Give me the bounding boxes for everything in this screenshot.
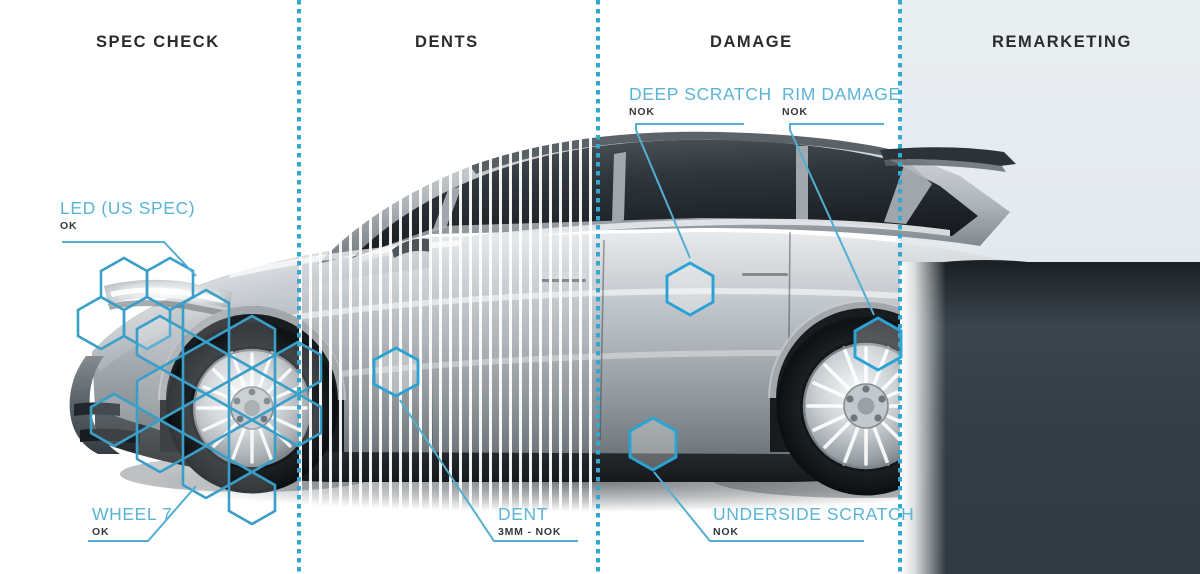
remarketing-floor-lightwash bbox=[900, 262, 946, 574]
remarketing-floor bbox=[900, 262, 1200, 574]
divider-dents-damage bbox=[596, 0, 600, 574]
annotation-title: LED (US SPEC) bbox=[60, 198, 196, 218]
section-title-spec-check: SPEC CHECK bbox=[96, 33, 220, 51]
section-title-damage: DAMAGE bbox=[710, 33, 793, 51]
annotation-title: DENT bbox=[498, 504, 549, 524]
divider-spec-dents bbox=[297, 0, 301, 574]
annotation-status: NOK bbox=[782, 106, 808, 119]
annotation-deep-scratch[interactable]: DEEP SCRATCH NOK bbox=[629, 84, 772, 118]
annotation-status: OK bbox=[92, 526, 110, 539]
annotation-wheel-7[interactable]: WHEEL 7 OK bbox=[92, 504, 172, 538]
annotation-title: RIM DAMAGE bbox=[782, 84, 901, 104]
annotation-dent[interactable]: DENT 3MM - NOK bbox=[498, 504, 561, 538]
annotation-status: NOK bbox=[713, 526, 739, 539]
section-title-dents: DENTS bbox=[415, 33, 479, 51]
annotation-status: OK bbox=[60, 220, 78, 233]
annotation-underside-scratch[interactable]: UNDERSIDE SCRATCH NOK bbox=[713, 504, 914, 538]
annotation-status: NOK bbox=[629, 106, 655, 119]
annotation-title: WHEEL 7 bbox=[92, 504, 173, 524]
annotation-status: 3MM - NOK bbox=[498, 526, 562, 539]
divider-damage-remarketing bbox=[898, 0, 902, 574]
annotation-led-us-spec[interactable]: LED (US SPEC) OK bbox=[60, 198, 195, 232]
annotation-rim-damage[interactable]: RIM DAMAGE NOK bbox=[782, 84, 901, 118]
section-title-remarketing: REMARKETING bbox=[992, 33, 1132, 51]
annotation-title: UNDERSIDE SCRATCH bbox=[713, 504, 915, 524]
annotation-title: DEEP SCRATCH bbox=[629, 84, 772, 104]
